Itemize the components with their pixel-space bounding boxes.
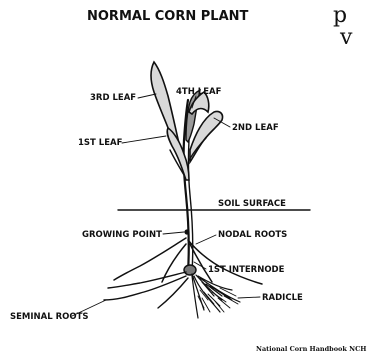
label-1st-internode: 1ST INTERNODE (208, 265, 285, 275)
label-1st-leaf: 1ST LEAF (78, 138, 123, 148)
label-2nd-leaf: 2ND LEAF (232, 123, 279, 133)
leader-nodal-roots (196, 235, 216, 244)
radicle-roots (192, 274, 240, 318)
radicle-hatching (198, 288, 238, 312)
label-4th-leaf: 4TH LEAF (176, 87, 222, 97)
seed (184, 265, 196, 275)
leader-1st-leaf (122, 136, 166, 143)
leader-3rd-leaf (138, 94, 156, 98)
leader-growing-point (163, 232, 184, 234)
label-3rd-leaf: 3RD LEAF (90, 93, 136, 103)
growing-point-marker (184, 229, 189, 234)
leader-radicle (238, 297, 260, 298)
label-nodal-roots: NODAL ROOTS (218, 230, 287, 240)
label-growing-point: GROWING POINT (82, 230, 162, 240)
label-radicle: RADICLE (262, 293, 303, 303)
cut-off-text-2: v (339, 25, 353, 50)
label-soil-surface: SOIL SURFACE (218, 199, 286, 209)
seminal-roots (104, 272, 188, 308)
leader-seminal-roots (72, 300, 106, 316)
citation-text: National Corn Handbook NCH (256, 345, 366, 353)
diagram-title: NORMAL CORN PLANT (87, 9, 249, 24)
